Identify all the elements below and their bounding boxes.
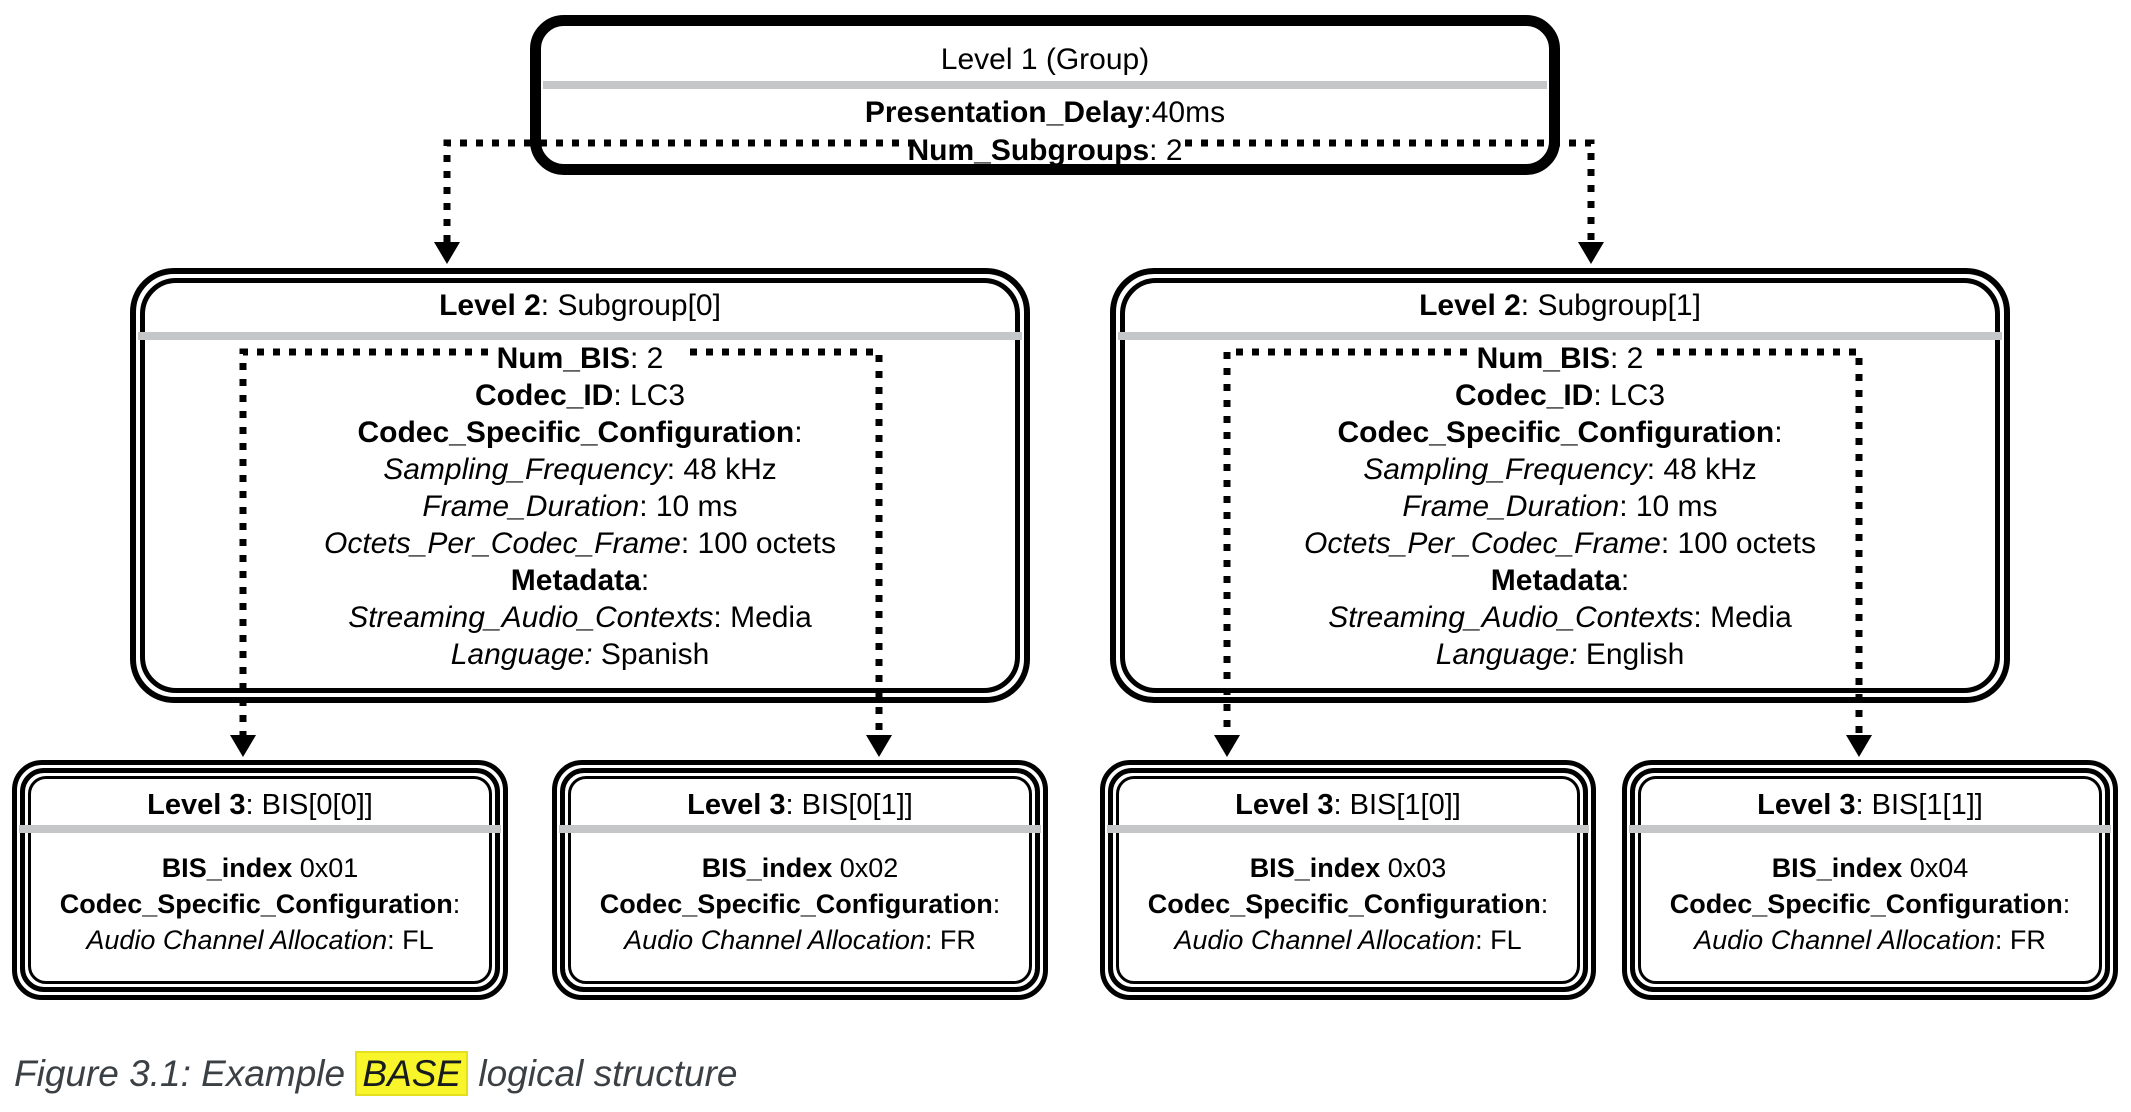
field-language: Language: Spanish	[450, 638, 710, 671]
caption-highlight: BASE	[355, 1051, 469, 1096]
level1-num-subgroups: Num_Subgroups: 2	[907, 134, 1183, 167]
level3-bis01-content: BIS_index 0x02 Codec_Specific_Configurat…	[557, 850, 1043, 958]
level1-divider	[543, 81, 1547, 89]
level3-bis11-inner-border	[1638, 776, 2102, 984]
caption-prefix: Figure 3.1: Example	[14, 1053, 356, 1094]
level3-bis00-box: Level 3: BIS[0[0]] BIS_index 0x01 Codec_…	[12, 760, 508, 1000]
field-streaming-audio-contexts: Streaming_Audio_Contexts: Media	[1328, 601, 1792, 634]
level2-subgroup1-inner-border	[1120, 278, 2000, 693]
field-codec-specific-configuration: Codec_Specific_Configuration:	[357, 416, 803, 449]
field-sampling-frequency: Sampling_Frequency: 48 kHz	[383, 453, 777, 486]
field-codec-specific-configuration: Codec_Specific_Configuration:	[1147, 889, 1549, 919]
level3-bis00-mid-border	[20, 768, 500, 992]
field-codec-id: Codec_ID: LC3	[474, 379, 686, 412]
level2-subgroup0-inner-border	[140, 278, 1020, 693]
figure-caption: Figure 3.1: Example BASE logical structu…	[14, 1050, 738, 1098]
field-octets-per-codec-frame: Octets_Per_Codec_Frame: 100 octets	[324, 527, 836, 560]
level2-subgroup1-divider	[1118, 332, 2002, 340]
level3-bis01-box: Level 3: BIS[0[1]] BIS_index 0x02 Codec_…	[552, 760, 1048, 1000]
field-language: Language: English	[1435, 638, 1685, 671]
level3-bis10-content: BIS_index 0x03 Codec_Specific_Configurat…	[1105, 850, 1591, 958]
level3-bis11-divider	[1629, 825, 2111, 833]
field-num-bis: Num_BIS: 2	[496, 342, 664, 375]
arrowhead-to-bis00-icon	[230, 735, 256, 757]
field-frame-duration: Frame_Duration: 10 ms	[422, 490, 738, 523]
level3-bis10-title: Level 3: BIS[1[0]]	[1235, 789, 1461, 821]
level3-bis01-inner-border	[568, 776, 1032, 984]
level2-subgroup0-divider	[138, 332, 1022, 340]
field-bis-index: BIS_index 0x03	[1249, 853, 1447, 883]
field-metadata: Metadata:	[510, 564, 650, 597]
level1-title: Level 1 (Group)	[940, 43, 1150, 76]
level3-bis01-divider	[559, 825, 1041, 833]
arrowhead-to-bis11-icon	[1846, 735, 1872, 757]
level3-bis00-content: BIS_index 0x01 Codec_Specific_Configurat…	[17, 850, 503, 958]
level1-content: Presentation_Delay:40ms Num_Subgroups: 2	[541, 94, 1549, 170]
level2-subgroup1-content: Num_BIS: 2 Codec_ID: LC3 Codec_Specific_…	[1116, 340, 2004, 673]
level3-bis00-title: Level 3: BIS[0[0]]	[147, 789, 373, 821]
field-octets-per-codec-frame: Octets_Per_Codec_Frame: 100 octets	[1304, 527, 1816, 560]
field-audio-channel-allocation: Audio Channel Allocation: FL	[1174, 925, 1522, 955]
level3-bis11-box: Level 3: BIS[1[1]] BIS_index 0x04 Codec_…	[1622, 760, 2118, 1000]
field-audio-channel-allocation: Audio Channel Allocation: FL	[86, 925, 434, 955]
field-codec-specific-configuration: Codec_Specific_Configuration:	[1669, 889, 2071, 919]
level2-subgroup1-box: Level 2: Subgroup[1] Num_BIS: 2 Codec_ID…	[1110, 268, 2010, 703]
field-bis-index: BIS_index 0x02	[701, 853, 899, 883]
arrowhead-to-bis01-icon	[866, 735, 892, 757]
level3-bis10-inner-border	[1116, 776, 1580, 984]
level2-subgroup0-content: Num_BIS: 2 Codec_ID: LC3 Codec_Specific_…	[136, 340, 1024, 673]
level3-bis10-mid-border	[1108, 768, 1588, 992]
level1-group-box: Level 1 (Group) Presentation_Delay:40ms …	[530, 15, 1560, 175]
field-streaming-audio-contexts: Streaming_Audio_Contexts: Media	[348, 601, 812, 634]
field-metadata: Metadata:	[1490, 564, 1630, 597]
field-codec-id: Codec_ID: LC3	[1454, 379, 1666, 412]
field-audio-channel-allocation: Audio Channel Allocation: FR	[624, 925, 976, 955]
level3-bis01-title: Level 3: BIS[0[1]]	[687, 789, 913, 821]
level3-bis11-content: BIS_index 0x04 Codec_Specific_Configurat…	[1627, 850, 2113, 958]
field-sampling-frequency: Sampling_Frequency: 48 kHz	[1363, 453, 1757, 486]
level2-subgroup0-title: Level 2: Subgroup[0]	[439, 289, 721, 322]
field-num-bis: Num_BIS: 2	[1476, 342, 1644, 375]
field-frame-duration: Frame_Duration: 10 ms	[1402, 490, 1718, 523]
arrowhead-to-subgroup0-icon	[434, 242, 460, 264]
level3-bis01-mid-border	[560, 768, 1040, 992]
level3-bis10-divider	[1107, 825, 1589, 833]
field-bis-index: BIS_index 0x04	[1771, 853, 1969, 883]
arrowhead-to-bis10-icon	[1214, 735, 1240, 757]
field-codec-specific-configuration: Codec_Specific_Configuration:	[59, 889, 461, 919]
level3-bis00-inner-border	[28, 776, 492, 984]
level2-subgroup1-title: Level 2: Subgroup[1]	[1419, 289, 1701, 322]
level3-bis00-divider	[19, 825, 501, 833]
level3-bis11-title: Level 3: BIS[1[1]]	[1757, 789, 1983, 821]
arrowhead-to-subgroup1-icon	[1578, 242, 1604, 264]
field-codec-specific-configuration: Codec_Specific_Configuration:	[599, 889, 1001, 919]
level1-presentation-delay: Presentation_Delay:40ms	[864, 96, 1226, 129]
field-codec-specific-configuration: Codec_Specific_Configuration:	[1337, 416, 1783, 449]
level3-bis10-box: Level 3: BIS[1[0]] BIS_index 0x03 Codec_…	[1100, 760, 1596, 1000]
field-bis-index: BIS_index 0x01	[161, 853, 359, 883]
level2-subgroup0-box: Level 2: Subgroup[0] Num_BIS: 2 Codec_ID…	[130, 268, 1030, 703]
level3-bis11-mid-border	[1630, 768, 2110, 992]
caption-suffix: logical structure	[468, 1053, 738, 1094]
field-audio-channel-allocation: Audio Channel Allocation: FR	[1694, 925, 2046, 955]
